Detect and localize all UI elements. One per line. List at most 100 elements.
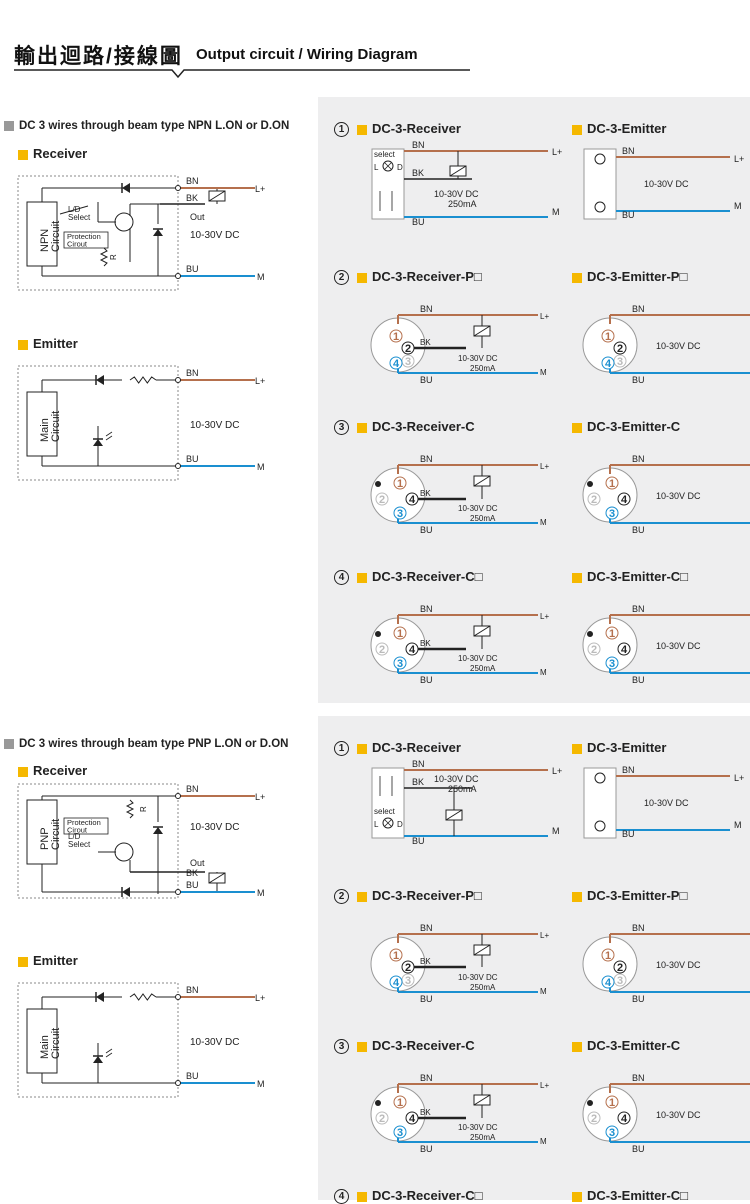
selector-icon — [382, 817, 394, 829]
pin-number: 1 — [393, 331, 399, 343]
lplus-label: L+ — [552, 766, 562, 776]
bn-label: BN — [622, 765, 635, 775]
lplus-label: L+ — [540, 612, 549, 621]
pin-icon — [601, 356, 615, 370]
terminal-icon — [594, 772, 606, 784]
bn-label: BN — [420, 304, 433, 314]
pin-number: 1 — [609, 1097, 615, 1109]
bn-label: BN — [412, 140, 425, 150]
pin-icon — [587, 642, 601, 656]
npn-circuit-label: NPNCircuit — [39, 221, 62, 252]
voltage-label: 10-30V DC — [190, 230, 239, 241]
circuit-box — [26, 799, 58, 865]
circle-number-icon: 2 — [334, 270, 349, 286]
pin-number: 2 — [405, 962, 411, 974]
pnp-section-title: DC 3 wires through beam type PNP L.ON or… — [4, 738, 288, 750]
bk-label: BK — [412, 168, 424, 178]
voltage-label: 10-30V DC — [656, 341, 701, 351]
main-circuit-label: MainCircuit — [39, 1028, 62, 1059]
yellow-square-icon — [572, 891, 582, 902]
relay-icon — [473, 625, 491, 637]
pin-number: 1 — [393, 950, 399, 962]
bn-label: BN — [632, 604, 645, 614]
yellow-square-icon — [572, 272, 582, 283]
wire — [445, 809, 463, 821]
bk-label: BK — [420, 489, 431, 498]
npn-diagram-4-emitter-label: DC-3-Emitter-C□ — [572, 569, 688, 584]
voltage-label: 10-30V DC — [434, 774, 479, 784]
protection-box — [63, 817, 109, 835]
wire — [473, 325, 491, 337]
pin-number: 4 — [409, 494, 416, 506]
pin-number: 1 — [397, 1097, 403, 1109]
pin-icon — [393, 476, 407, 490]
led-icon — [93, 1055, 103, 1063]
key-dot-icon — [375, 1100, 381, 1106]
pin-icon — [375, 1111, 389, 1125]
yellow-square-icon — [572, 1041, 582, 1052]
bn-label: BN — [412, 759, 425, 769]
m-label: M — [734, 820, 742, 830]
pin-icon — [389, 356, 403, 370]
pin-icon — [605, 656, 619, 670]
lplus-label: L+ — [734, 773, 744, 783]
bn-label: BN — [420, 1073, 433, 1083]
yellow-square-icon — [18, 766, 28, 777]
wire — [473, 475, 491, 487]
circle-number-icon: 1 — [334, 741, 349, 757]
bn-label: BN — [420, 604, 433, 614]
bu-label: BU — [632, 525, 645, 535]
yellow-square-icon — [357, 124, 367, 135]
diode-icon — [121, 183, 130, 193]
pin-number: 2 — [379, 644, 385, 656]
pin-number: 4 — [621, 1113, 628, 1125]
pin-number: 3 — [397, 658, 403, 670]
m-label: M — [540, 987, 547, 996]
sensor-box — [371, 767, 405, 839]
wire — [384, 819, 392, 827]
voltage-label: 10-30V DC — [458, 973, 498, 982]
yellow-square-icon — [18, 956, 28, 967]
key-dot-icon — [587, 631, 593, 637]
lplus-label: L+ — [552, 147, 562, 157]
light-ray — [105, 1052, 113, 1058]
pnp-diagram-3-emitter-label: DC-3-Emitter-C — [572, 1038, 680, 1053]
relay-icon — [473, 1094, 491, 1106]
pin-icon — [605, 626, 619, 640]
yellow-square-icon — [18, 339, 28, 350]
bu-label: BU — [420, 525, 433, 535]
pin-number: 4 — [621, 494, 628, 506]
m-label: M — [257, 462, 265, 472]
bu-label: BU — [412, 836, 425, 846]
circuit-box — [26, 1008, 58, 1074]
bk-label: BK — [412, 777, 424, 787]
yellow-square-icon — [357, 1041, 367, 1052]
yellow-square-icon — [572, 124, 582, 135]
wire — [384, 162, 392, 170]
m-label: M — [540, 368, 547, 377]
wire — [208, 190, 226, 202]
pin-icon — [605, 506, 619, 520]
voltage-label: 10-30V DC — [190, 420, 239, 431]
pin-number: 3 — [609, 508, 615, 520]
terminal-icon — [594, 820, 606, 832]
circle-number-icon: 4 — [334, 570, 349, 586]
m-label: M — [540, 518, 547, 527]
lplus-label: L+ — [255, 184, 265, 194]
pin-icon — [393, 656, 407, 670]
diode-icon — [95, 992, 104, 1002]
pnp-diagram-2-emitter-label: DC-3-Emitter-P□ — [572, 888, 687, 903]
m-label: M — [540, 668, 547, 677]
voltage-label: 10-30V DC — [458, 504, 498, 513]
pin-number: 2 — [379, 1113, 385, 1125]
circle-number-icon: 2 — [334, 889, 349, 905]
yellow-square-icon — [572, 422, 582, 433]
relay-icon — [473, 944, 491, 956]
pin-icon — [389, 975, 403, 989]
